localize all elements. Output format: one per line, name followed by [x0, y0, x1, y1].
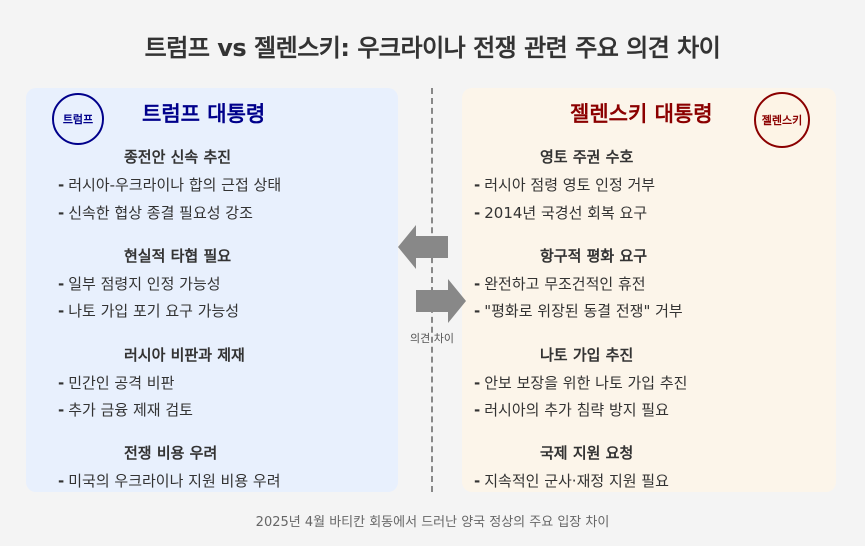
trump-panel-title: 트럼프 대통령	[142, 102, 266, 126]
section-heading: 나토 가입 추진	[540, 346, 634, 364]
zelensky-badge-label: 젤렌스키	[761, 114, 803, 127]
list-item: -안보 보장을 위한 나토 가입 추진	[474, 374, 688, 392]
list-item: -일부 점령지 인정 가능성	[58, 275, 221, 293]
list-item: -러시아 점령 영토 인정 거부	[474, 176, 656, 194]
list-item: -지속적인 군사·재정 지원 필요	[474, 472, 669, 490]
section-heading: 전쟁 비용 우려	[124, 444, 218, 462]
section-heading: 영토 주권 수호	[540, 148, 634, 166]
diagram-title: 트럼프 vs 젤렌스키: 우크라이나 전쟁 관련 주요 의견 차이	[144, 34, 721, 62]
zelensky-panel: 젤렌스키 대통령 젤렌스키 영토 주권 수호 -러시아 점령 영토 인정 거부 …	[462, 88, 836, 492]
list-item: -신속한 협상 종결 필요성 강조	[58, 204, 253, 222]
list-item: -미국의 우크라이나 지원 비용 우려	[58, 472, 281, 490]
trump-badge-label: 트럼프	[62, 113, 94, 126]
arrow-left-icon	[398, 225, 448, 269]
zelensky-badge: 젤렌스키	[754, 92, 810, 148]
list-item: -러시아-우크라이나 합의 근접 상태	[58, 176, 282, 194]
list-item: -완전하고 무조건적인 휴전	[474, 275, 646, 293]
section-heading: 현실적 타협 필요	[124, 247, 232, 265]
section-heading: 종전안 신속 추진	[124, 148, 232, 166]
list-item: -"평화로 위장된 동결 전쟁" 거부	[474, 302, 683, 320]
list-item: -추가 금융 제재 검토	[58, 401, 193, 419]
difference-label: 의견 차이	[410, 332, 454, 345]
section-heading: 항구적 평화 요구	[540, 247, 648, 265]
trump-panel: 트럼프 트럼프 대통령 종전안 신속 추진 -러시아-우크라이나 합의 근접 상…	[26, 88, 398, 492]
list-item: -러시아의 추가 침략 방지 필요	[474, 401, 669, 419]
trump-badge: 트럼프	[52, 93, 104, 145]
section-heading: 국제 지원 요청	[540, 444, 634, 462]
section-heading: 러시아 비판과 제재	[124, 346, 245, 364]
list-item: -2014년 국경선 회복 요구	[474, 204, 648, 222]
list-item: -민간인 공격 비판	[58, 374, 175, 392]
arrow-right-icon	[416, 279, 466, 323]
list-item: -나토 가입 포기 요구 가능성	[58, 302, 240, 320]
footer-caption: 2025년 4월 바티칸 회동에서 드러난 양국 정상의 주요 입장 차이	[255, 515, 610, 530]
zelensky-panel-title: 젤렌스키 대통령	[570, 102, 713, 126]
